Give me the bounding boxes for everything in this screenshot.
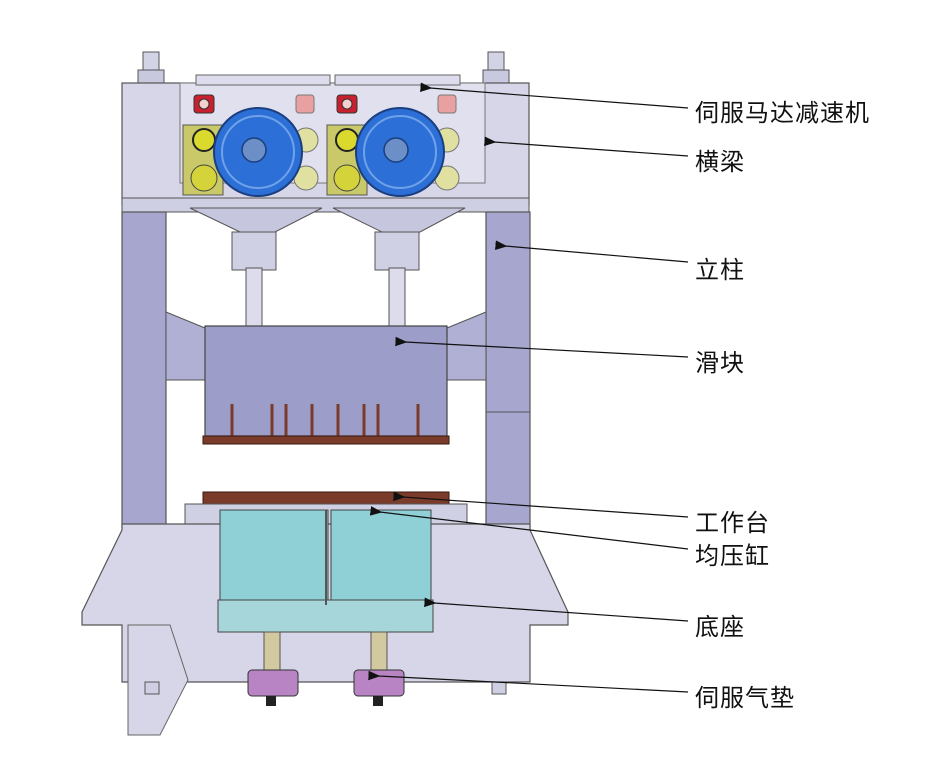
label-slider: 滑块 — [695, 349, 745, 377]
label-worktable: 工作台 — [695, 509, 770, 537]
leader-column — [495, 240, 689, 263]
top-studs — [137, 51, 510, 85]
upper-die-pins — [230, 404, 420, 440]
leader-servo-motor-reducer — [420, 82, 689, 109]
label-column: 立柱 — [695, 256, 745, 284]
servo-motor-reducer-left — [182, 94, 323, 233]
label-pressure-cylinder: 均压缸 — [695, 542, 770, 570]
servo-motor-reducer-right — [326, 94, 466, 233]
leader-base — [424, 597, 689, 622]
servo-cushion-left — [247, 631, 299, 706]
leader-servo-cushion — [368, 670, 689, 693]
leader-crossbeam — [484, 136, 689, 157]
label-servo-cushion: 伺服气垫 — [695, 684, 795, 712]
connecting-rods — [231, 231, 420, 331]
label-crossbeam: 横梁 — [695, 148, 745, 176]
leader-worktable — [393, 491, 689, 518]
label-servo-motor-reducer: 伺服马达减速机 — [695, 99, 870, 127]
slider — [165, 311, 487, 445]
label-base: 底座 — [695, 613, 745, 641]
columns — [121, 211, 531, 528]
leader-slider — [395, 336, 689, 358]
leader-pressure-cylinder — [369, 506, 689, 550]
leader-lines — [368, 82, 689, 693]
pressure-cylinders — [217, 509, 434, 633]
